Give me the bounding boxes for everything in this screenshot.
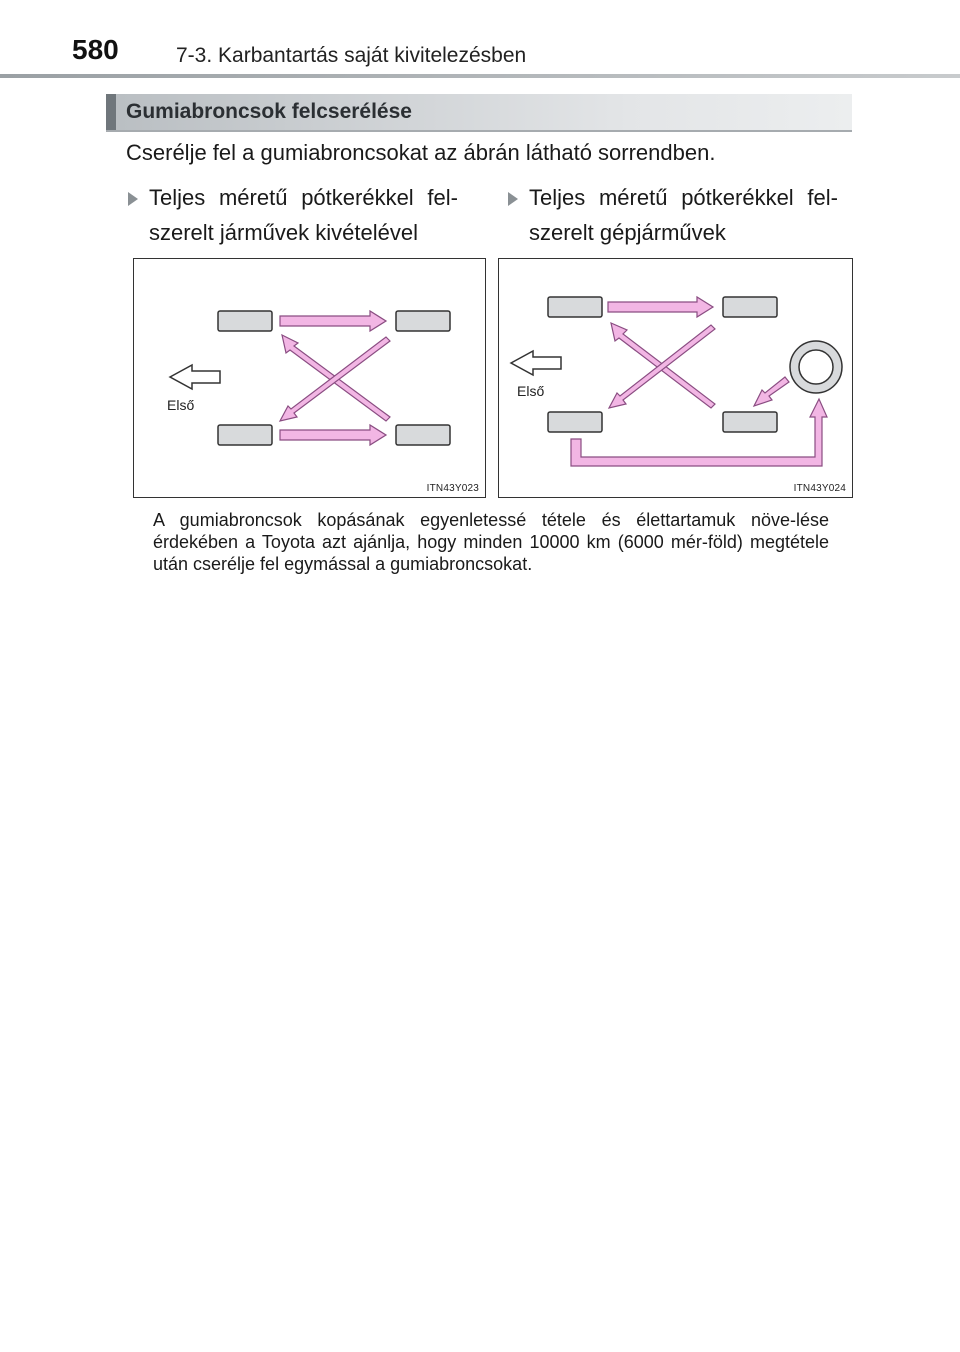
variant-with-spare: Teljes méretű pótkerékkel fel-szerelt gé… [508, 180, 838, 250]
rotation-diagram-svg [168, 309, 451, 447]
heading-title: Gumiabroncsok felcserélése [126, 100, 412, 123]
rotation-diagram-four-tires: Első ITN43Y023 [133, 258, 486, 498]
tire-rear-right [395, 424, 451, 446]
rotation-arrow [279, 309, 388, 333]
tire-rear-left [547, 411, 603, 433]
rotation-arrow [607, 324, 716, 409]
bullet-triangle-icon [508, 192, 518, 206]
rotation-arrow [752, 376, 790, 408]
front-direction-arrow [168, 363, 221, 391]
spare-tire-icon [789, 340, 843, 394]
header-rule [0, 74, 960, 78]
front-label: Első [167, 397, 195, 413]
rotation-advice-text: A gumiabroncsok kopásának egyenletessé t… [153, 510, 829, 574]
bullet-triangle-icon [128, 192, 138, 206]
heading-bar: Gumiabroncsok felcserélése [106, 94, 852, 132]
rotation-arrow [570, 397, 828, 467]
rotation-arrow [279, 423, 388, 447]
variant-label: Teljes méretű pótkerékkel fel-szerelt gé… [529, 185, 838, 245]
rotation-arrow [278, 336, 391, 422]
variant-label: Teljes méretű pótkerékkel fel-szerelt já… [149, 185, 458, 245]
tire-front-left [547, 296, 603, 318]
rotation-diagram-svg [509, 295, 843, 467]
page-number: 580 [72, 34, 119, 65]
tire-rear-right [722, 411, 778, 433]
figure-code: ITN43Y024 [793, 483, 846, 494]
rotation-diagram-five-tires: Első ITN43Y024 [498, 258, 853, 498]
front-direction-arrow [509, 349, 562, 377]
tire-front-left [217, 310, 273, 332]
tire-rear-left [217, 424, 273, 446]
tire-front-right [395, 310, 451, 332]
figure-code: ITN43Y023 [426, 483, 479, 494]
tire-front-right [722, 296, 778, 318]
variant-without-spare: Teljes méretű pótkerékkel fel-szerelt já… [128, 180, 458, 250]
section-title: 7-3. Karbantartás saját kivitelezésben [176, 44, 527, 67]
front-label: Első [517, 383, 545, 399]
heading-accent [106, 94, 116, 130]
rotation-arrow [607, 295, 715, 319]
intro-text: Cserélje fel a gumiabroncsokat az ábrán … [126, 140, 716, 165]
